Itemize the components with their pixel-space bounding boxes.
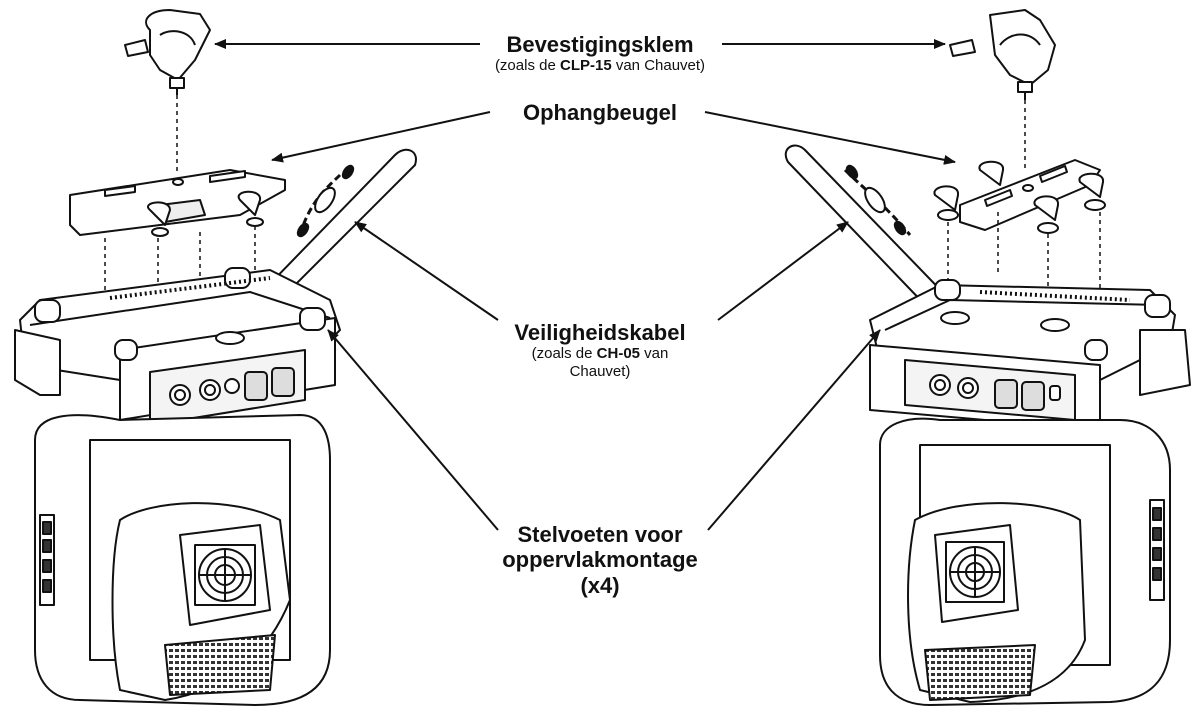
arrow-bracket-left	[271, 111, 491, 163]
safety-cable-icon	[784, 144, 956, 311]
fan-icon	[945, 541, 1005, 603]
clamp-label: Bevestigingsklem (zoals de CLP-15 van Ch…	[440, 32, 760, 75]
feet-line1: Stelvoeten voor	[517, 522, 683, 547]
arrow-bracket-right	[704, 111, 956, 165]
callout-arrows	[214, 39, 956, 531]
clamp-subtitle: (zoals de CLP-15 van Chauvet)	[494, 57, 706, 75]
bracket-icon	[933, 159, 1106, 234]
clamp-icon	[949, 9, 1056, 100]
fan-icon	[194, 544, 256, 606]
safety-cable-subtitle: (zoals de CH-05 van	[531, 345, 669, 363]
clamp-title: Bevestigingsklem	[506, 32, 694, 57]
bracket-label: Ophangbeugel	[480, 100, 720, 125]
arrow-feet-right	[707, 329, 881, 531]
arrow-safety-right	[717, 221, 849, 321]
moving-head-fixture-icon	[869, 279, 1191, 706]
feet-label: Stelvoeten voor oppervlakmontage (x4)	[460, 522, 740, 598]
right-fixture	[784, 9, 1191, 706]
safety-cable-label: Veiligheidskabel (zoals de CH-05 van Cha…	[480, 320, 720, 380]
bracket-icon	[69, 169, 286, 237]
clamp-icon	[124, 9, 211, 95]
arrow-safety-left	[354, 221, 499, 321]
safety-cable-subtitle-2: Chauvet)	[569, 362, 631, 380]
feet-line2: oppervlakmontage	[502, 547, 698, 573]
feet-line3: (x4)	[580, 572, 620, 598]
arrow-feet-left	[327, 329, 499, 531]
moving-head-fixture-icon	[14, 267, 341, 706]
bracket-title: Ophangbeugel	[523, 100, 677, 125]
safety-cable-title: Veiligheidskabel	[514, 320, 686, 345]
left-fixture	[14, 9, 417, 706]
